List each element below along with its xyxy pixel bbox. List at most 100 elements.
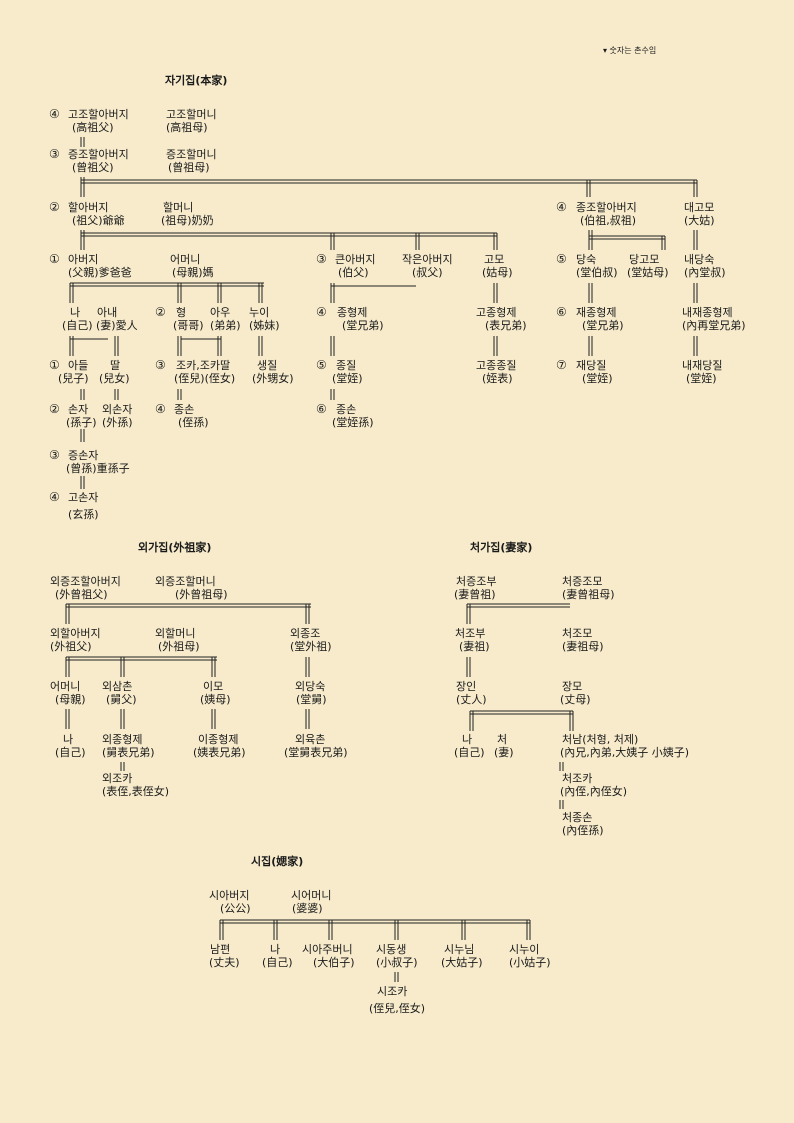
line [526, 920, 531, 940]
chon-number: ② [49, 200, 60, 214]
kin-name: 작은아버지 [402, 253, 453, 266]
kin-name: 당숙 [576, 253, 597, 266]
kin-name: 외육촌 [295, 733, 326, 746]
line [305, 604, 310, 624]
line [114, 389, 119, 400]
chon-number: ⑥ [556, 305, 567, 319]
kin-name: 외조카 [102, 772, 133, 785]
line [66, 656, 217, 661]
kin-hanja: (叔父) [412, 266, 443, 279]
kin-name: 시아주버니 [302, 943, 353, 956]
line [493, 336, 498, 356]
kin-hanja: (自己) [454, 746, 485, 759]
line [120, 709, 125, 729]
kin-name: 시누이 [509, 943, 540, 956]
kin-name: 종손 [336, 403, 357, 416]
kin-name: 시동생 [376, 943, 407, 956]
line [305, 657, 310, 677]
kin-name: 조카,조카딸 [176, 359, 231, 372]
chon-number: ⑥ [316, 402, 327, 416]
kin-name: 처종손 [562, 811, 593, 824]
line [120, 657, 125, 677]
kin-hanja: (外曾祖母) [175, 588, 228, 601]
kin-name: 나 [63, 733, 74, 746]
kin-hanja: (外祖父) [50, 640, 92, 653]
line [493, 283, 498, 303]
kin-name: 외종조 [290, 627, 321, 640]
kin-hanja: (大伯子) [313, 956, 355, 969]
kin-hanja: (堂姪) [582, 372, 613, 385]
kin-name: 처조부 [455, 627, 486, 640]
kin-hanja: (妻祖母) [562, 640, 604, 653]
kin-hanja: (堂舅表兄弟) [284, 746, 348, 759]
line [217, 283, 222, 303]
kin-hanja: (大姑) [684, 214, 715, 227]
kin-name: 내재종형제 [682, 306, 733, 319]
line [80, 476, 85, 489]
kin-hanja: (丈母) [560, 693, 591, 706]
chon-number: ④ [49, 107, 60, 121]
line [177, 283, 182, 303]
kin-name: 나 [270, 943, 281, 956]
kin-name: 외삼촌 [102, 680, 133, 693]
kin-hanja: (丈人) [456, 693, 487, 706]
kin-name: 재당질 [576, 359, 607, 372]
kin-name: 고손자 [68, 491, 99, 504]
kin-name: 아우 [210, 306, 231, 319]
kin-hanja: (舅表兄弟) [102, 746, 155, 759]
kin-hanja: (妻曾祖) [454, 588, 496, 601]
kin-name: 처조모 [562, 627, 593, 640]
kin-hanja: (母親)媽 [172, 266, 214, 279]
line [65, 604, 70, 624]
kin-name: 당고모 [629, 253, 660, 266]
kin-hanja: (堂姪) [686, 372, 717, 385]
line [330, 283, 416, 303]
line [80, 429, 85, 442]
kin-hanja: (姪表) [482, 372, 513, 385]
kin-hanja: (姨母) [200, 693, 231, 706]
kin-name: 고조할아버지 [68, 108, 129, 121]
kin-name: 시누님 [444, 943, 475, 956]
line [588, 230, 593, 250]
kin-hanja: (兒子) [58, 372, 89, 385]
line [177, 336, 222, 356]
kin-hanja: (兒女) [99, 372, 130, 385]
line [65, 657, 70, 677]
kin-hanja: (伯父) [338, 266, 369, 279]
kin-hanja: (外孫) [102, 416, 133, 429]
kin-hanja: (姊妹) [249, 319, 280, 332]
section-title-sijip: 시집(媤家) [251, 855, 304, 868]
kin-name: 누이 [249, 306, 270, 319]
kin-name: 남편 [210, 943, 231, 956]
kin-hanja: (自己) [262, 956, 293, 969]
kin-name: 외증조할머니 [155, 575, 216, 588]
line [330, 233, 335, 250]
chon-number: ④ [316, 305, 327, 319]
kin-hanja: (妻)愛人 [96, 319, 138, 332]
kin-name: 고종종질 [476, 359, 517, 372]
chon-number: ③ [49, 448, 60, 462]
line [693, 230, 698, 250]
kin-hanja: (堂兄弟) [342, 319, 384, 332]
line [258, 336, 263, 356]
kin-hanja: (外甥女) [252, 372, 294, 385]
kin-name: 큰아버지 [335, 253, 376, 266]
kin-hanja: (內堂叔) [684, 266, 726, 279]
kin-name: 딸 [110, 359, 121, 372]
kin-name: 외할머니 [155, 627, 196, 640]
kin-hanja: (高祖母) [166, 121, 208, 134]
kin-name: 고종형제 [476, 306, 517, 319]
kin-hanja: (祖父)爺爺 [72, 214, 125, 227]
line [470, 710, 573, 715]
kin-hanja: (曾祖父) [72, 161, 114, 174]
chon-number: ④ [49, 490, 60, 504]
line [70, 282, 264, 287]
kin-hanja: (侄兒,侄女) [369, 1002, 426, 1015]
kin-name: 외손자 [102, 403, 133, 416]
kin-name: 고조할머니 [166, 108, 217, 121]
line [258, 283, 263, 303]
kin-name: 이모 [203, 680, 224, 693]
chon-number: ③ [155, 358, 166, 372]
line [330, 336, 335, 356]
